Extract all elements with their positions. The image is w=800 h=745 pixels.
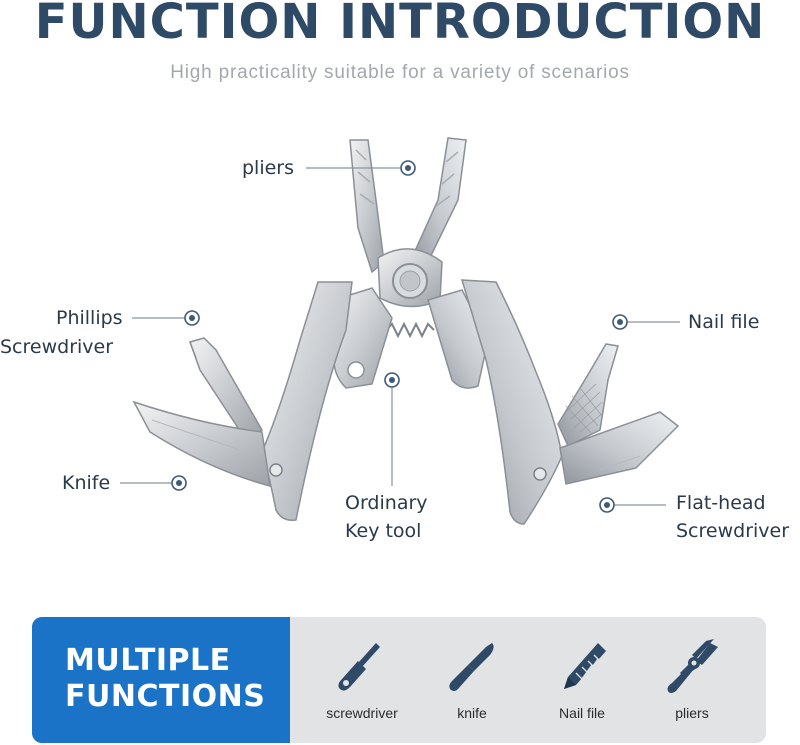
phillips-blade: [189, 337, 264, 442]
banner-title-line1: MULTIPLE: [65, 643, 231, 678]
callout-label-nail-file: Nail file: [688, 311, 760, 333]
callout-dot-nail-file: [612, 314, 628, 330]
function-item-nail-file: Nail file: [532, 637, 632, 721]
callout-label-phillips-line1: Phillips: [56, 307, 123, 329]
callout-dot-phillips: [184, 310, 200, 326]
plier-jaws: [349, 137, 467, 274]
page-title: FUNCTION INTRODUCTION: [34, 0, 766, 50]
knife-icon: [449, 643, 494, 691]
callout-label-pliers: pliers: [242, 157, 295, 179]
function-item-screwdriver: screwdriver: [312, 637, 412, 721]
callout-label-flathead-line2: Screwdriver: [676, 520, 790, 542]
callout-label-phillips-line2: Screwdriver: [0, 336, 114, 358]
flathead-blade: [559, 411, 680, 485]
nail-file-icon: [564, 643, 606, 689]
callout-label-key: Ordinary Key tool: [345, 489, 428, 545]
callout-label-key-line2: Key tool: [345, 520, 422, 542]
callout-dot-pliers: [400, 160, 416, 176]
banner-title: MULTIPLE FUNCTIONS: [65, 643, 265, 715]
knife-blade: [132, 400, 271, 488]
callout-dot-knife: [171, 475, 187, 491]
multiple-functions-banner: MULTIPLE FUNCTIONS screwdriver knife: [32, 617, 766, 743]
function-label-screwdriver: screwdriver: [326, 705, 398, 721]
callout-label-phillips: Phillips: [56, 304, 123, 332]
callout-label-phillips-2: Screwdriver: [0, 333, 113, 361]
screwdriver-icon: [338, 643, 380, 691]
function-item-pliers: pliers: [642, 637, 742, 721]
function-label-pliers: pliers: [675, 705, 709, 721]
callout-lines: [120, 167, 680, 506]
pliers-icon: [667, 639, 718, 693]
callout-label-knife: Knife: [62, 472, 111, 494]
page-subtitle: High practicality suitable for a variety…: [170, 62, 630, 83]
callout-dot-key: [384, 372, 400, 388]
spring: [385, 321, 435, 339]
callout-label-flathead-line1: Flat-head: [676, 492, 766, 514]
banner-title-line2: FUNCTIONS: [65, 679, 266, 714]
callout-label-key-line1: Ordinary: [345, 492, 428, 514]
right-handle: [460, 279, 563, 525]
multitool-illustration: [120, 137, 680, 525]
left-handle: [261, 281, 353, 522]
function-label-knife: knife: [457, 705, 487, 721]
function-label-nail-file: Nail file: [559, 705, 605, 721]
callout-label-flathead: Flat-head Screwdriver: [676, 489, 789, 545]
nail-file-blade: [557, 343, 619, 448]
callout-dots: [171, 160, 628, 513]
function-item-knife: knife: [422, 637, 522, 721]
banner-title-panel: MULTIPLE FUNCTIONS: [32, 617, 290, 743]
pivot: [377, 248, 443, 308]
callout-dot-flathead: [599, 497, 615, 513]
